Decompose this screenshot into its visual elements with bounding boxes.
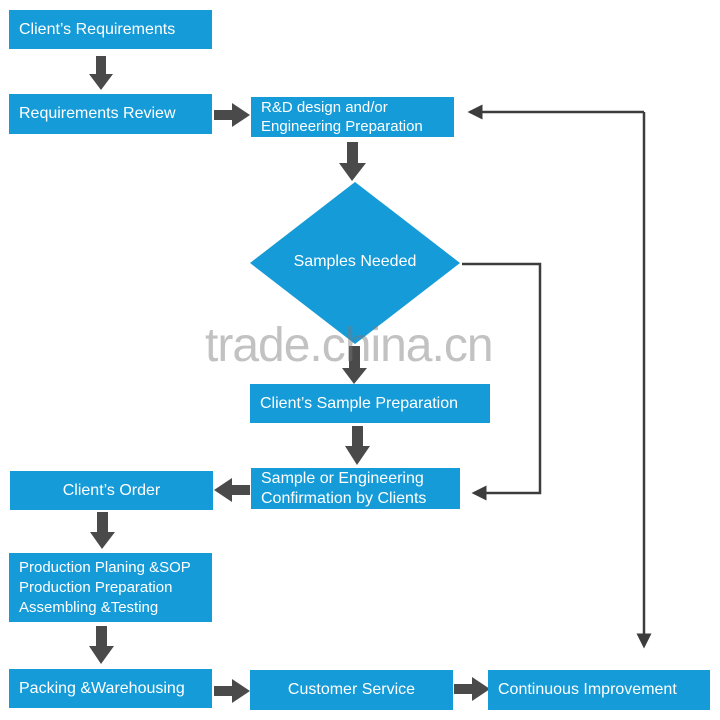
node-clients-order: Client’s Order — [10, 471, 213, 510]
arrow-down-1 — [89, 56, 113, 90]
node-samples-needed: Samples Needed — [293, 253, 417, 270]
connector-no-samples — [462, 262, 542, 501]
arrow-left-1 — [214, 478, 250, 502]
node-clients-requirements: Client’s Requirements — [9, 10, 212, 49]
node-client-sample-preparation: Client’s Sample Preparation — [250, 384, 490, 423]
node-continuous-improvement: Continuous Improvement — [488, 670, 710, 710]
node-requirements-review: Requirements Review — [9, 94, 212, 134]
arrow-down-4 — [345, 426, 370, 465]
node-sample-confirmation: Sample or Engineering Confirmation by Cl… — [251, 468, 460, 509]
node-customer-service: Customer Service — [250, 670, 453, 710]
watermark: trade.china.cn — [205, 319, 494, 372]
arrow-right-3 — [454, 677, 490, 701]
arrow-down-5 — [90, 512, 115, 549]
arrow-down-2 — [339, 142, 366, 181]
arrow-right-2 — [214, 679, 250, 703]
node-packing-warehousing: Packing &Warehousing — [9, 669, 212, 708]
arrow-right-1 — [214, 103, 250, 127]
decision-diamond — [250, 182, 460, 344]
node-rd-design: R&D design and/or Engineering Preparatio… — [251, 97, 454, 137]
node-production: Production Planing &SOP Production Prepa… — [9, 553, 212, 622]
arrow-down-3 — [342, 346, 367, 384]
arrow-down-6 — [89, 626, 114, 664]
